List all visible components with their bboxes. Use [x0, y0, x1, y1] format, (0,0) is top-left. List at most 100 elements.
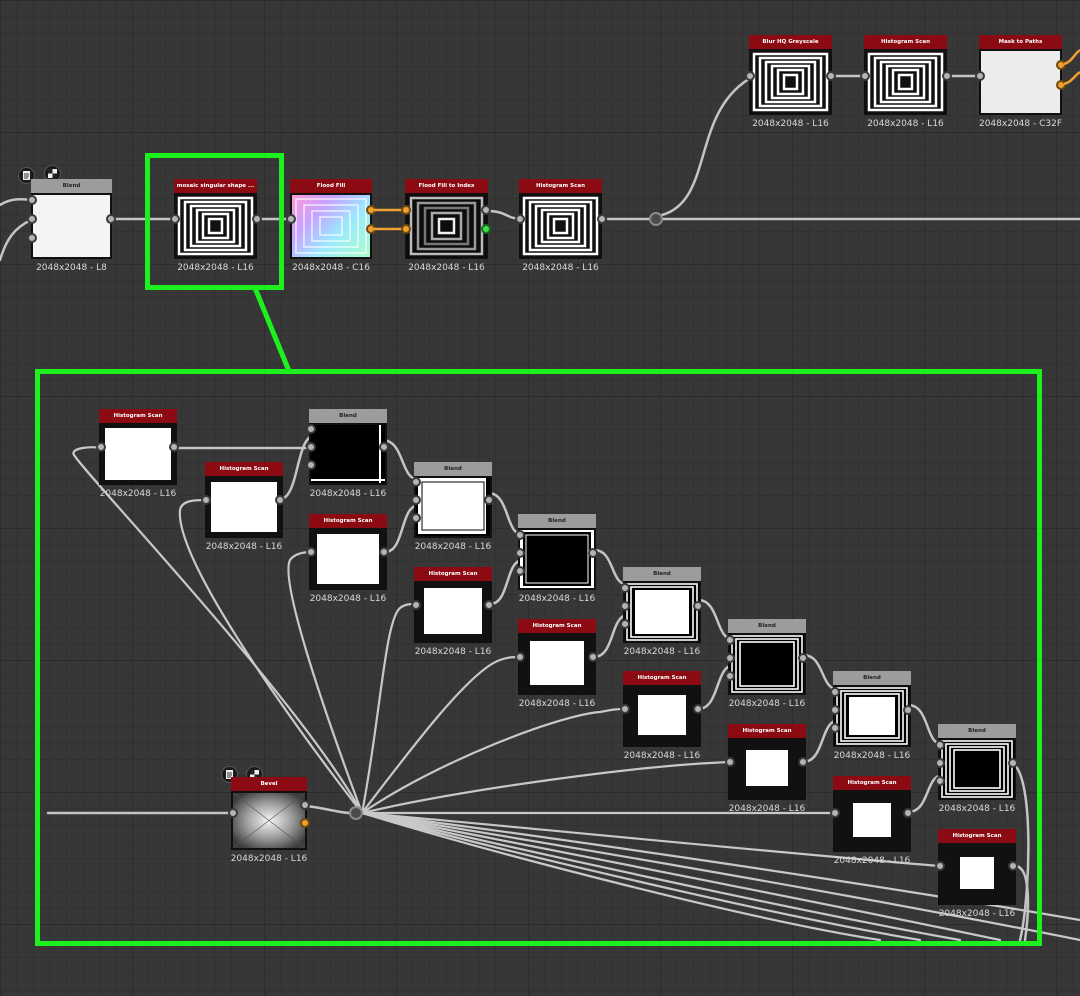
output-port[interactable]	[798, 653, 808, 663]
reroute-dot[interactable]	[349, 806, 363, 820]
node-title: Blend	[309, 409, 387, 423]
input-port[interactable]	[515, 530, 525, 540]
input-port[interactable]	[830, 687, 840, 697]
input-port[interactable]	[725, 757, 735, 767]
document-badge[interactable]	[18, 167, 35, 184]
output-port[interactable]	[588, 548, 598, 558]
input-port[interactable]	[935, 740, 945, 750]
output-port[interactable]	[275, 495, 285, 505]
node-blend[interactable]: Blend 2048x2048 - L16	[623, 567, 701, 657]
node-preview	[519, 193, 602, 259]
output-port[interactable]	[798, 757, 808, 767]
output-port[interactable]	[597, 214, 607, 224]
input-port[interactable]	[27, 214, 37, 224]
node-flood-fill[interactable]: Flood Fill 2048x2048 - C16	[290, 179, 372, 273]
output-port[interactable]	[1008, 758, 1018, 768]
node-histogram-scan[interactable]: Histogram Scan 2048x2048 - L16	[205, 462, 283, 552]
input-port[interactable]	[306, 547, 316, 557]
input-port[interactable]	[201, 495, 211, 505]
input-port[interactable]	[830, 808, 840, 818]
node-histogram-scan[interactable]: Histogram Scan 2048x2048 - L16	[99, 409, 177, 499]
input-port[interactable]	[935, 861, 945, 871]
input-port[interactable]	[27, 195, 37, 205]
output-port[interactable]	[106, 214, 116, 224]
node-blend[interactable]: Blend 2048x2048 - L16	[309, 409, 387, 499]
node-resolution: 2048x2048 - L16	[408, 263, 485, 273]
output-port[interactable]	[252, 214, 262, 224]
output-port[interactable]	[379, 547, 389, 557]
node-blend[interactable]: Blend 2048x2048 - L16	[518, 514, 596, 604]
node-mask-to-paths[interactable]: Mask to Paths 2048x2048 - C32F	[979, 35, 1062, 129]
output-port[interactable]	[300, 818, 310, 828]
input-port[interactable]	[725, 671, 735, 681]
node-blend[interactable]: Blend 2048x2048 - L16	[833, 671, 911, 761]
input-port[interactable]	[306, 460, 316, 470]
input-port[interactable]	[515, 566, 525, 576]
input-port[interactable]	[96, 442, 106, 452]
output-port[interactable]	[693, 704, 703, 714]
input-port[interactable]	[935, 758, 945, 768]
input-port[interactable]	[725, 653, 735, 663]
node-resolution: 2048x2048 - L16	[522, 263, 599, 273]
input-port[interactable]	[515, 652, 525, 662]
node-histogram-scan[interactable]: Histogram Scan 2048x2048 - L16	[728, 724, 806, 814]
node-flood-fill-to-index[interactable]: Flood Fill to Index 2048x2048 - L16	[405, 179, 488, 273]
input-port[interactable]	[401, 224, 411, 234]
node-blend[interactable]: Blend 2048x2048 - L16	[938, 724, 1016, 814]
output-port[interactable]	[826, 71, 836, 81]
output-port[interactable]	[169, 442, 179, 452]
output-port[interactable]	[481, 205, 491, 215]
input-port[interactable]	[620, 704, 630, 714]
output-port[interactable]	[693, 601, 703, 611]
input-port[interactable]	[830, 723, 840, 733]
input-port[interactable]	[306, 424, 316, 434]
input-port[interactable]	[975, 71, 985, 81]
input-port[interactable]	[286, 214, 296, 224]
output-port[interactable]	[484, 495, 494, 505]
output-port[interactable]	[379, 442, 389, 452]
input-port[interactable]	[620, 601, 630, 611]
node-histogram-scan[interactable]: Histogram Scan 2048x2048 - L16	[414, 567, 492, 657]
input-port[interactable]	[830, 705, 840, 715]
node-histogram-scan[interactable]: Histogram Scan 2048x2048 - L16	[519, 179, 602, 273]
input-port[interactable]	[515, 548, 525, 558]
node-blend-l8[interactable]: Blend 2048x2048 - L8	[31, 179, 112, 273]
input-port[interactable]	[515, 214, 525, 224]
input-port[interactable]	[745, 71, 755, 81]
output-port[interactable]	[1008, 861, 1018, 871]
input-port[interactable]	[725, 635, 735, 645]
input-port[interactable]	[411, 495, 421, 505]
input-port[interactable]	[170, 214, 180, 224]
node-histogram-scan[interactable]: Histogram Scan 2048x2048 - L16	[623, 671, 701, 761]
node-histogram-scan[interactable]: Histogram Scan 2048x2048 - L16	[864, 35, 947, 129]
node-histogram-scan[interactable]: Histogram Scan 2048x2048 - L16	[833, 776, 911, 866]
node-histogram-scan[interactable]: Histogram Scan 2048x2048 - L16	[938, 829, 1016, 919]
output-port[interactable]	[481, 224, 491, 234]
node-blend[interactable]: Blend 2048x2048 - L16	[414, 462, 492, 552]
input-port[interactable]	[411, 477, 421, 487]
input-port[interactable]	[401, 205, 411, 215]
input-port[interactable]	[620, 583, 630, 593]
output-port[interactable]	[942, 71, 952, 81]
node-blur-hq-greyscale[interactable]: Blur HQ Greyscale 2048x2048 - L16	[749, 35, 832, 129]
output-port[interactable]	[903, 808, 913, 818]
input-port[interactable]	[860, 71, 870, 81]
input-port[interactable]	[306, 442, 316, 452]
node-histogram-scan[interactable]: Histogram Scan 2048x2048 - L16	[518, 619, 596, 709]
input-port[interactable]	[620, 619, 630, 629]
reroute-dot[interactable]	[649, 212, 663, 226]
input-port[interactable]	[27, 233, 37, 243]
input-port[interactable]	[411, 513, 421, 523]
node-mosaic-singular-shape[interactable]: mosaic singular shape ... 2048x2048 - L1…	[174, 179, 257, 273]
input-port[interactable]	[228, 808, 238, 818]
node-bevel[interactable]: Bevel 2048x2048 - L16	[231, 777, 307, 864]
input-port[interactable]	[411, 600, 421, 610]
output-port[interactable]	[484, 600, 494, 610]
node-blend[interactable]: Blend 2048x2048 - L16	[728, 619, 806, 709]
node-title: Blend	[623, 567, 701, 581]
output-port[interactable]	[903, 705, 913, 715]
input-port[interactable]	[935, 776, 945, 786]
node-histogram-scan[interactable]: Histogram Scan 2048x2048 - L16	[309, 514, 387, 604]
output-port[interactable]	[588, 652, 598, 662]
output-port[interactable]	[300, 800, 310, 810]
